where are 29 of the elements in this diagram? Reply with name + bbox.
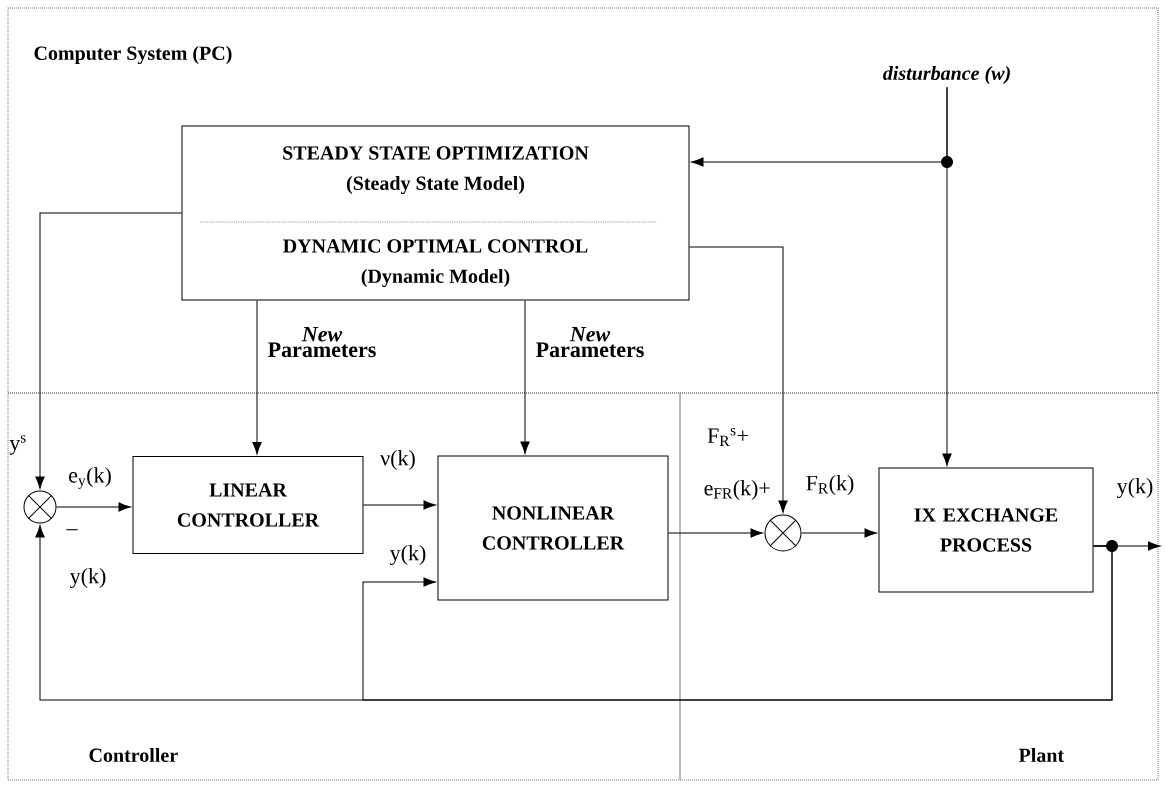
process-box: NONLINEAR CONTROLLER: [437, 455, 669, 601]
input-label: disturbance (w): [883, 65, 1010, 85]
edge-label: F$_{R}$$^{s}$+: [707, 428, 748, 446]
edge-label: F$_{R}$(k): [806, 475, 854, 495]
edge-label: e$_{y}$(k): [69, 467, 111, 489]
arrow: [35, 212, 182, 489]
arrow: [252, 300, 262, 455]
arrow: [56, 502, 131, 512]
arrow: [668, 528, 763, 538]
process-box: LINEAR CONTROLLER: [132, 456, 364, 554]
arrow: [520, 300, 530, 454]
minus-sign: –: [66, 529, 78, 531]
optimization-box: STEADY STATE OPTIMIZATION (Steady State Model) DYNAMIC OPTIMAL CONTROL (Dynamic Model): [181, 125, 690, 301]
summing-junction: [23, 490, 57, 524]
process-box: IX EXCHANGE PROCESS: [878, 467, 1094, 593]
summing-junction: [764, 514, 802, 552]
edge-label: y(k): [389, 545, 426, 565]
edge-label: y(k): [69, 568, 106, 588]
arrow: [801, 528, 877, 538]
arrow: [363, 500, 436, 510]
edge-label: y$^{s}$: [9, 435, 26, 455]
edge-label: ν(k): [380, 450, 415, 470]
arrow: [362, 545, 1113, 701]
edge-label: y(k): [1116, 478, 1153, 498]
arrow: [942, 86, 952, 466]
arrow: [689, 246, 788, 513]
edge-label: e$_{FR}$(k)+: [704, 480, 770, 500]
edge-label: New Parameters: [268, 326, 376, 358]
edge-label: New Parameters: [536, 326, 644, 358]
